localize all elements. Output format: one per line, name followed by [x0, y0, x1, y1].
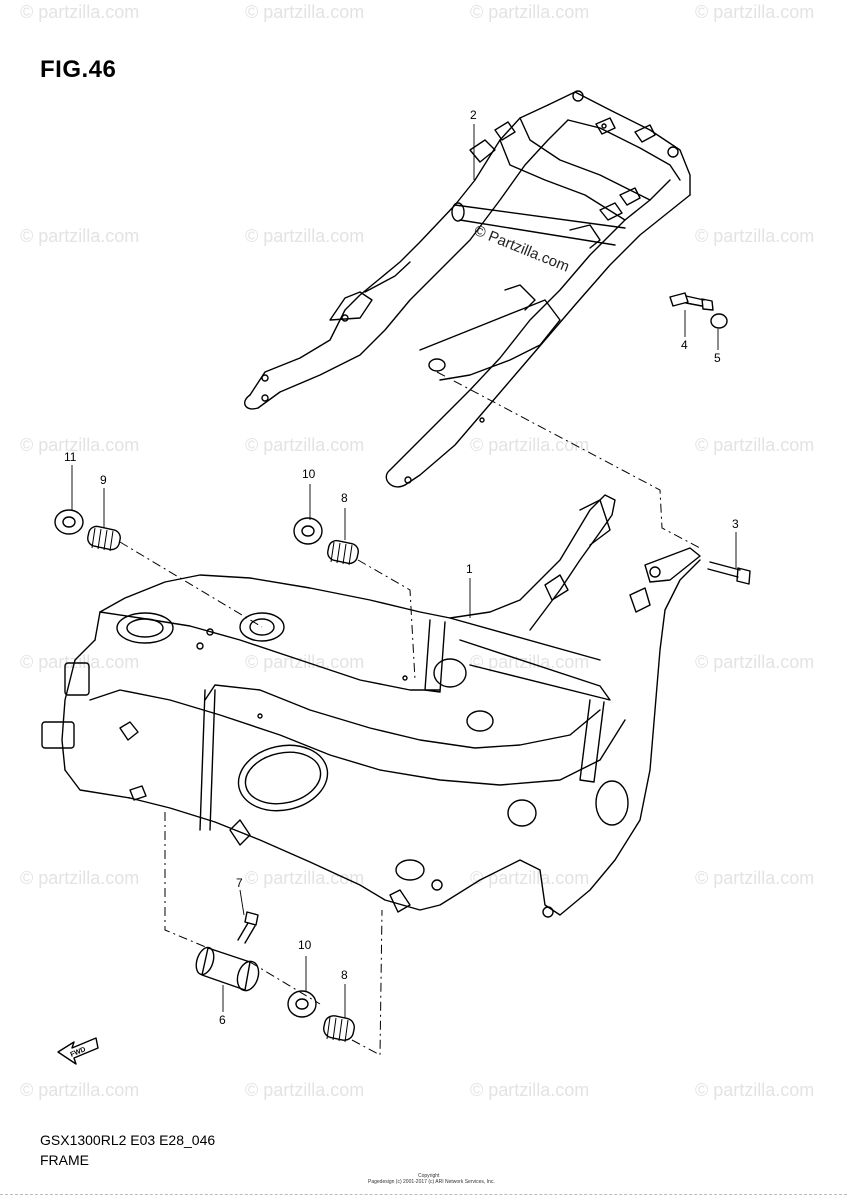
section-name: FRAME [40, 1152, 89, 1168]
part-8-cushion-lower [323, 1015, 355, 1043]
watermark: © partzilla.com [470, 1080, 590, 1100]
copyright-notice: Copyright Pagedesign (c) 2001-2017 (c) A… [368, 1173, 495, 1185]
callout-8: 8 [341, 968, 348, 982]
callout-1: 1 [466, 562, 473, 576]
part-6-collar [195, 946, 260, 992]
watermark: © partzilla.com [470, 435, 590, 455]
callout-8: 8 [341, 491, 348, 505]
part-8-cushion-upper [327, 539, 359, 566]
watermark: © partzilla.com [470, 652, 590, 672]
watermark: © partzilla.com [20, 1080, 140, 1100]
part-7-bolt [237, 911, 259, 944]
part-10-nut-upper [293, 517, 323, 545]
callout-2: 2 [470, 108, 477, 122]
callout-3: 3 [732, 517, 739, 531]
part-4-bolt [669, 292, 714, 311]
callout-5: 5 [714, 351, 721, 365]
main-frame-drawing [41, 494, 701, 918]
watermark: © partzilla.com [470, 868, 590, 888]
callout-11: 11 [64, 450, 77, 464]
callout-10: 10 [302, 467, 316, 481]
bottom-divider [0, 1194, 847, 1195]
watermark: © partzilla.com [695, 226, 815, 246]
part-9-cushion [87, 525, 121, 552]
callout-9: 9 [100, 473, 107, 487]
watermark: © partzilla.com [245, 1080, 365, 1100]
leader-lines [71, 124, 737, 1018]
watermark: © partzilla.com [695, 1080, 815, 1100]
watermark: © partzilla.com [245, 2, 365, 22]
watermark: © partzilla.com [695, 435, 815, 455]
watermark: © partzilla.com [245, 226, 365, 246]
seat-rail-drawing [244, 90, 691, 488]
watermark: © partzilla.com [245, 435, 365, 455]
copyright-line1: Copyright [418, 1173, 440, 1179]
watermark: © partzilla.com [470, 2, 590, 22]
watermark: © partzilla.com [20, 652, 140, 672]
copyright-line2: Pagedesign (c) 2001-2017 (c) ARI Network… [368, 1179, 495, 1185]
part-10-nut-lower [287, 990, 317, 1018]
callout-7: 7 [236, 876, 243, 890]
watermark: © partzilla.com [695, 652, 815, 672]
watermark: © partzilla.com [20, 435, 140, 455]
callout-10: 10 [298, 938, 312, 952]
part-11-nut [54, 509, 84, 535]
watermark: © partzilla.com [20, 2, 140, 22]
model-code: GSX1300RL2 E03 E28_046 [40, 1132, 216, 1148]
figure-title: FIG.46 [40, 56, 117, 83]
alignment-lines [119, 371, 701, 1056]
watermark: © partzilla.com [695, 868, 815, 888]
fwd-arrow-icon: FWD [57, 1037, 99, 1065]
watermark: © partzilla.com [695, 2, 815, 22]
watermark: © partzilla.com [20, 226, 140, 246]
part-3-bolt [644, 547, 751, 585]
callout-6: 6 [219, 1013, 226, 1027]
part-5-cap [710, 313, 728, 329]
watermark: © partzilla.com [20, 868, 140, 888]
callout-4: 4 [681, 338, 688, 352]
